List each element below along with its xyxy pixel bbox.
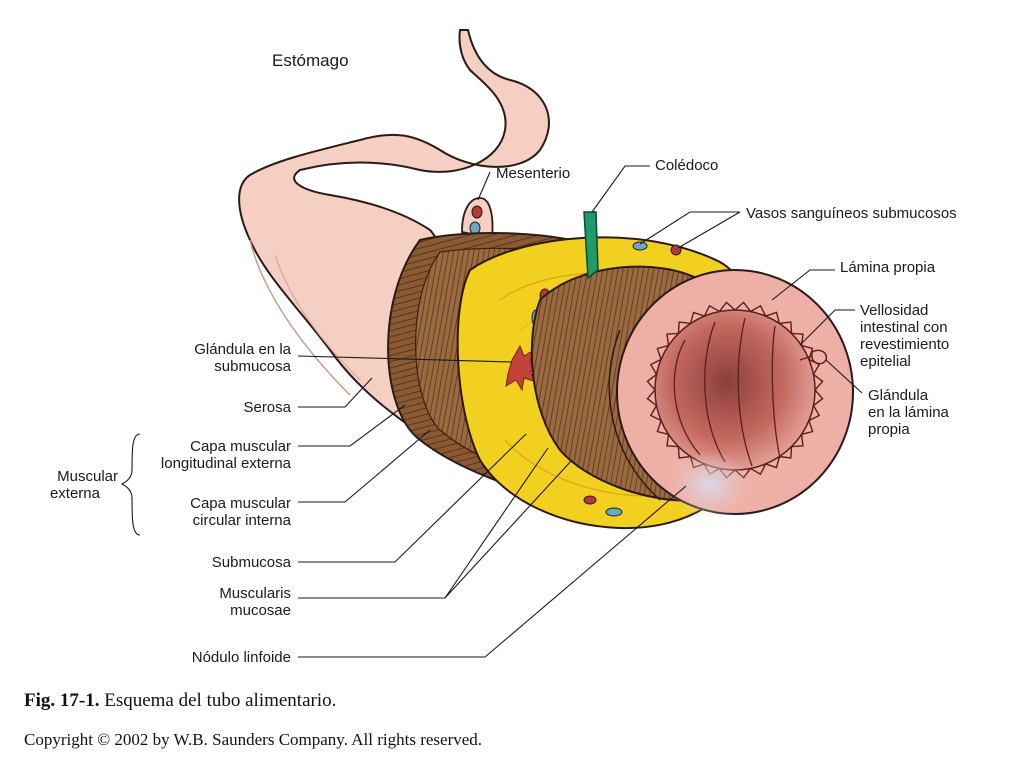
lymphoid-nodule bbox=[668, 450, 752, 520]
label-vasos: Vasos sanguíneos submucosos bbox=[746, 205, 957, 222]
copyright-notice: Copyright © 2002 by W.B. Saunders Compan… bbox=[24, 730, 483, 749]
leader-lines bbox=[120, 165, 863, 658]
label-nodulo: Nódulo linfoide bbox=[192, 649, 291, 666]
label-capa-circular-1: Capa muscular bbox=[190, 495, 291, 512]
label-vellosidad-3: revestimiento bbox=[860, 336, 949, 353]
label-mesenterio: Mesenterio bbox=[496, 165, 570, 182]
label-glandula-lamina-3: propia bbox=[868, 421, 910, 438]
villi-outline bbox=[646, 301, 824, 479]
label-vellosidad-1: Vellosidad bbox=[860, 302, 928, 319]
figure-caption: Fig. 17-1. Esquema del tubo alimentario. bbox=[24, 690, 336, 712]
label-muscularis-2: mucosae bbox=[230, 602, 291, 619]
label-serosa: Serosa bbox=[243, 399, 291, 416]
labels: Estómago Mesenterio Colédoco Vasos sangu… bbox=[50, 51, 957, 666]
label-capa-circular-2: circular interna bbox=[193, 512, 292, 529]
label-coledoco: Colédoco bbox=[655, 157, 718, 174]
label-glandula-lamina-2: en la lámina bbox=[868, 404, 950, 421]
label-vellosidad-4: epitelial bbox=[860, 353, 911, 370]
label-submucosa: Submucosa bbox=[212, 554, 292, 571]
label-capa-longitudinal-1: Capa muscular bbox=[190, 438, 291, 455]
figure-caption-text: Esquema del tubo alimentario. bbox=[104, 690, 337, 711]
label-capa-longitudinal-2: longitudinal externa bbox=[161, 455, 292, 472]
label-vellosidad-2: intestinal con bbox=[860, 319, 948, 336]
figure-number: Fig. 17-1. bbox=[24, 690, 100, 711]
label-muscular-externa-1: Muscular bbox=[57, 468, 118, 485]
villi-fringe bbox=[646, 301, 824, 479]
label-muscular-externa-2: externa bbox=[50, 485, 101, 502]
label-estomago: Estómago bbox=[272, 51, 349, 70]
label-lamina-propia: Lámina propia bbox=[840, 259, 936, 276]
label-glandula-submucosa-2: submucosa bbox=[214, 358, 291, 375]
label-muscularis-1: Muscularis bbox=[219, 585, 291, 602]
stomach-shape bbox=[238, 29, 550, 442]
label-glandula-submucosa-1: Glándula en la bbox=[194, 341, 291, 358]
mesentery bbox=[461, 197, 494, 240]
label-glandula-lamina-1: Glándula bbox=[868, 387, 929, 404]
